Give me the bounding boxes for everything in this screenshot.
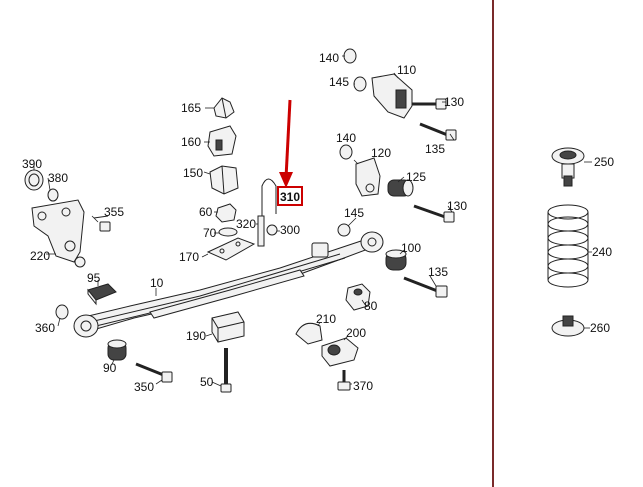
label-220[interactable]: 220: [30, 249, 50, 263]
washer-380: [47, 188, 59, 202]
bushing-100: [385, 249, 407, 271]
nut-60: [215, 203, 237, 223]
spring-pad-250: [551, 147, 585, 187]
label-210[interactable]: 210: [316, 312, 336, 326]
label-190[interactable]: 190: [186, 329, 206, 343]
label-165[interactable]: 165: [181, 101, 201, 115]
bump-stop-190: [211, 311, 245, 343]
label-240[interactable]: 240: [592, 245, 612, 259]
washer-360: [55, 304, 69, 320]
spring-bracket: [31, 199, 86, 268]
label-70[interactable]: 70: [203, 226, 217, 240]
label-370[interactable]: 370: [353, 379, 373, 393]
label-130-top[interactable]: 130: [444, 95, 464, 109]
sleeve-320: [257, 215, 265, 247]
label-355[interactable]: 355: [104, 205, 124, 219]
coil-spring-240: [547, 204, 589, 288]
bushing-90: [107, 339, 127, 361]
bolt-135-top: [419, 122, 457, 141]
label-350[interactable]: 350: [134, 380, 154, 394]
label-130-mid[interactable]: 130: [447, 199, 467, 213]
bolt-130-mid: [413, 204, 455, 223]
label-10[interactable]: 10: [150, 276, 164, 290]
label-150[interactable]: 150: [183, 166, 203, 180]
label-125[interactable]: 125: [406, 170, 426, 184]
label-250[interactable]: 250: [594, 155, 614, 169]
bushing-390: [24, 169, 44, 191]
label-310[interactable]: 310: [280, 190, 300, 204]
label-380[interactable]: 380: [48, 171, 68, 185]
washer-145-top: [353, 76, 367, 92]
washer-145-mid: [337, 223, 351, 237]
highlight-arrow: [279, 99, 293, 188]
label-320[interactable]: 320: [236, 217, 256, 231]
label-100[interactable]: 100: [401, 241, 421, 255]
label-50[interactable]: 50: [200, 375, 214, 389]
bolt-135-lower: [403, 276, 448, 298]
label-110[interactable]: 110: [397, 63, 416, 77]
shackle-120: [355, 157, 381, 197]
label-95[interactable]: 95: [87, 271, 101, 285]
spring-seat-260: [551, 315, 585, 337]
label-390[interactable]: 390: [22, 157, 42, 171]
label-145-mid[interactable]: 145: [344, 206, 364, 220]
highlight-box: [277, 186, 303, 206]
leaf-spring: [73, 231, 384, 338]
buffer-160: [207, 125, 237, 157]
label-60[interactable]: 60: [199, 205, 213, 219]
nut-300: [266, 224, 278, 236]
washer-140-top: [343, 48, 357, 64]
label-160[interactable]: 160: [181, 135, 201, 149]
screw-370: [337, 370, 351, 391]
label-145-top[interactable]: 145: [329, 75, 349, 89]
label-140-mid[interactable]: 140: [336, 131, 356, 145]
bushing-125: [387, 179, 414, 197]
label-120[interactable]: 120: [371, 146, 391, 160]
label-135-lower[interactable]: 135: [428, 265, 448, 279]
label-360[interactable]: 360: [35, 321, 55, 335]
label-90[interactable]: 90: [103, 361, 117, 375]
bracket-110: [371, 73, 413, 119]
clamp-210: [295, 322, 323, 345]
pad-95: [87, 283, 117, 306]
plate-170: [206, 237, 256, 261]
label-80[interactable]: 80: [364, 299, 378, 313]
buffer-150: [209, 165, 239, 195]
buffer-165: [213, 97, 235, 119]
bolt-50: [220, 348, 232, 393]
label-260[interactable]: 260: [590, 321, 610, 335]
label-300[interactable]: 300: [280, 223, 300, 237]
bolt-350: [135, 362, 173, 383]
label-140-top[interactable]: 140: [319, 51, 339, 65]
label-135-top[interactable]: 135: [425, 142, 445, 156]
bushing-200: [321, 337, 359, 367]
bolt-130-top: [412, 98, 447, 110]
label-170[interactable]: 170: [179, 250, 199, 264]
bolt-355: [93, 215, 111, 232]
washer-140-mid: [339, 144, 353, 160]
u-bolt-310: [261, 178, 277, 218]
washer-70: [218, 227, 238, 237]
leader-lines: [33, 55, 592, 387]
label-200[interactable]: 200: [346, 326, 366, 340]
